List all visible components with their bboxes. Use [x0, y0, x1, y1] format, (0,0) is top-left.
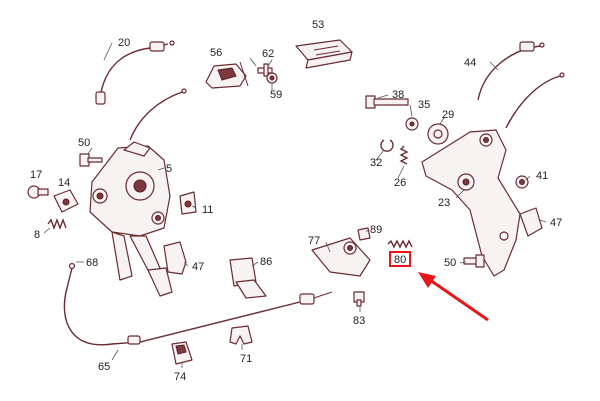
callout-71: 71: [240, 353, 252, 365]
part-20-cable: [95, 40, 175, 105]
callout-32: 32: [370, 157, 382, 169]
highlight-arrow: [429, 278, 489, 322]
part-47-pad-left: [163, 241, 187, 275]
callout-50-left: 50: [78, 137, 90, 149]
callout-89: 89: [370, 224, 382, 236]
highlight-callout-80: 80: [389, 251, 489, 322]
callout-41: 41: [536, 170, 548, 182]
part-80-spring: [387, 239, 413, 249]
leader-lines: [43, 42, 547, 368]
part-74-block: [171, 341, 193, 365]
callout-62: 62: [262, 48, 274, 60]
callout-17: 17: [30, 169, 42, 181]
part-35-washer: [405, 117, 419, 131]
callout-65: 65: [98, 361, 110, 373]
part-38-bolt: [365, 95, 409, 109]
callout-23: 23: [438, 197, 450, 209]
callout-26: 26: [394, 177, 406, 189]
callout-83: 83: [353, 315, 365, 327]
pedal-cable: [129, 88, 187, 141]
callout-labels: 20 53 56 62 59 44 38 35 29 50 5 17 14 11…: [30, 19, 562, 383]
callout-56: 56: [210, 47, 222, 59]
part-8-spring: [47, 218, 67, 230]
callout-68: 68: [86, 257, 98, 269]
callout-20: 20: [118, 37, 130, 49]
part-26-spring: [399, 145, 409, 165]
callout-35: 35: [418, 99, 430, 111]
part-11-bumper: [179, 191, 197, 215]
callout-44: 44: [464, 57, 476, 69]
part-41-nut: [515, 175, 529, 189]
part-47-pad-right: [519, 207, 543, 237]
part-14-bushing: [53, 189, 79, 213]
callout-80: 80: [394, 254, 406, 266]
part-50-bolt-left: [79, 153, 103, 167]
part-83-fastener: [353, 291, 365, 307]
part-71-clamp: [229, 325, 253, 345]
callout-74: 74: [174, 371, 186, 383]
callout-11: 11: [202, 204, 213, 216]
part-29-bushing: [427, 123, 449, 145]
part-32-clip: [380, 139, 394, 152]
callout-38: 38: [392, 89, 404, 101]
highlight-box: [389, 251, 411, 267]
part-17-clip: [27, 185, 49, 199]
part-89-nut: [357, 227, 371, 241]
callout-53: 53: [312, 19, 324, 31]
callout-86: 86: [260, 256, 272, 268]
part-5-pedal-assembly: [89, 141, 173, 297]
callout-14: 14: [58, 177, 70, 189]
part-50-bolt-right: [463, 254, 485, 268]
part-44-cable: [477, 41, 565, 129]
part-65-cable: [63, 262, 333, 346]
part-86-holder: [229, 257, 267, 299]
callout-59: 59: [270, 89, 282, 101]
callout-47-left: 47: [192, 261, 204, 273]
part-77-bracket: [311, 237, 371, 277]
callout-50-right: 50: [444, 257, 456, 269]
callout-8: 8: [34, 229, 40, 241]
callout-47-right: 47: [550, 217, 562, 229]
part-56-bracket: [205, 61, 249, 89]
part-53-connector: [295, 39, 353, 69]
callout-77: 77: [308, 235, 320, 247]
callout-5: 5: [166, 163, 172, 175]
part-23-pedal-bracket: [421, 129, 521, 277]
highlight-arrow-head: [418, 272, 436, 288]
callout-29: 29: [442, 109, 454, 121]
part-59-clip: [266, 72, 278, 84]
part-62-screw: [257, 63, 273, 77]
